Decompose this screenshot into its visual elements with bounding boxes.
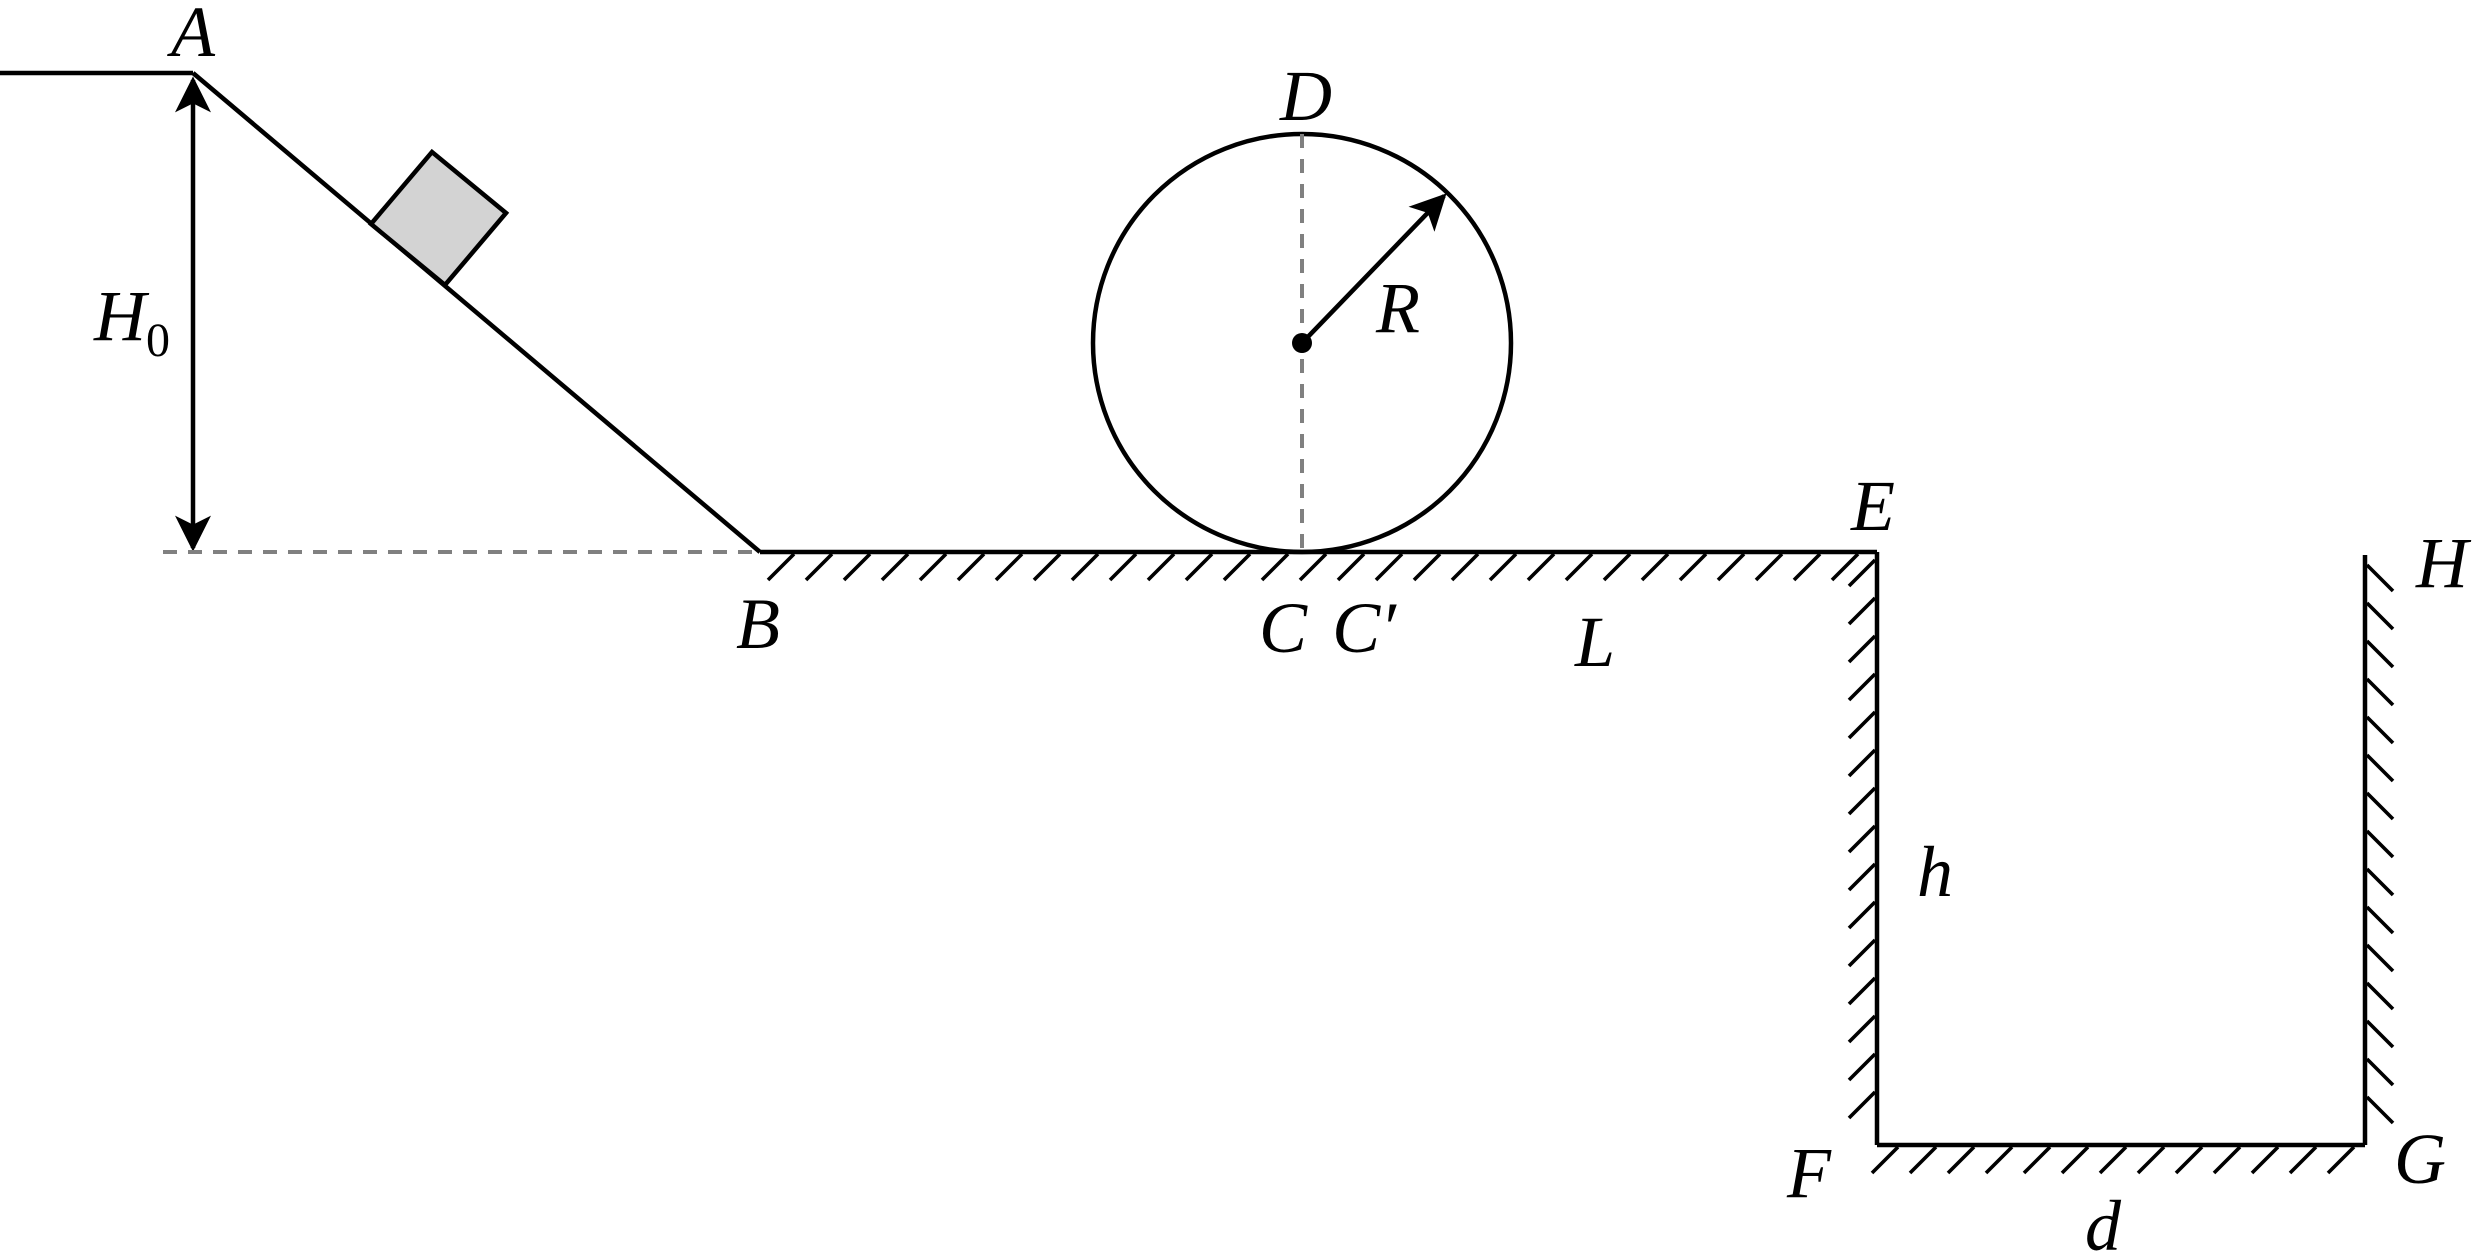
ground-hatch-mark — [1070, 552, 1100, 582]
ground-hatch-mark — [1108, 552, 1138, 582]
label-b: B — [736, 584, 780, 664]
wall-hatch-mark — [2365, 677, 2395, 707]
ground-hatch-mark — [1222, 552, 1252, 582]
label-h0: H0 — [93, 276, 170, 367]
wall-hatch-mark — [2365, 1057, 2395, 1087]
floor-hatch-mark — [1908, 1145, 1938, 1175]
wall-gh-hatching — [2365, 563, 2395, 1125]
wall-hatch-mark — [1847, 558, 1877, 588]
wall-hatch-mark — [2365, 715, 2395, 745]
floor-hatch-mark — [1984, 1145, 2014, 1175]
wall-hatch-mark — [2365, 601, 2395, 631]
ground-hatch-mark — [956, 552, 986, 582]
incline-ab — [191, 71, 762, 554]
label-h-small: h — [1917, 832, 1953, 912]
ground-hatch-mark — [1336, 552, 1366, 582]
ground-hatch-mark — [842, 552, 872, 582]
wall-hatch-mark — [1847, 786, 1877, 816]
ground-hatch-mark — [1640, 552, 1670, 582]
floor-hatch-mark — [2326, 1145, 2356, 1175]
floor-hatch-mark — [2022, 1145, 2052, 1175]
label-a: A — [167, 0, 216, 72]
ground-hatch-mark — [1146, 552, 1176, 582]
wall-hatch-mark — [1847, 938, 1877, 968]
floor-hatch-mark — [1870, 1145, 1900, 1175]
wall-hatch-mark — [1847, 1090, 1877, 1120]
floor-hatch-mark — [2060, 1145, 2090, 1175]
ground-hatch-mark — [1792, 552, 1822, 582]
wall-hatch-mark — [2365, 1019, 2395, 1049]
ground-hatch-mark — [1678, 552, 1708, 582]
wall-hatch-mark — [1847, 862, 1877, 892]
ground-hatch-mark — [1754, 552, 1784, 582]
wall-hatch-mark — [2365, 753, 2395, 783]
wall-hatch-mark — [1847, 710, 1877, 740]
ground-hatch-mark — [1488, 552, 1518, 582]
floor-hatch-mark — [1946, 1145, 1976, 1175]
ground-hatch-mark — [1260, 552, 1290, 582]
wall-hatch-mark — [2365, 791, 2395, 821]
wall-hatch-mark — [1847, 976, 1877, 1006]
wall-hatch-mark — [1847, 596, 1877, 626]
wall-hatch-mark — [2365, 905, 2395, 935]
label-c-prime: C′ — [1332, 588, 1397, 668]
wall-hatch-mark — [1847, 1052, 1877, 1082]
ground-hatch-mark — [918, 552, 948, 582]
wall-hatch-mark — [2365, 563, 2395, 593]
ground-hatch-mark — [1526, 552, 1556, 582]
wall-hatch-mark — [2365, 639, 2395, 669]
ground-hatch-mark — [880, 552, 910, 582]
label-h0-main: H — [93, 276, 150, 356]
floor-hatch-mark — [2288, 1145, 2318, 1175]
ground-hatch-mark — [1374, 552, 1404, 582]
sliding-block — [367, 148, 510, 289]
label-c: C — [1259, 588, 1308, 668]
label-d-small: d — [2085, 1186, 2122, 1254]
label-h0-sub: 0 — [146, 314, 170, 367]
wall-hatch-mark — [2365, 943, 2395, 973]
ground-hatch-mark — [1564, 552, 1594, 582]
ground-hatch-mark — [1412, 552, 1442, 582]
floor-hatch-mark — [2250, 1145, 2280, 1175]
wall-hatch-mark — [1847, 824, 1877, 854]
wall-hatch-mark — [2365, 829, 2395, 859]
label-h-corner: H — [2415, 523, 2472, 603]
ground-hatch-mark — [1830, 552, 1860, 582]
floor-hatch-mark — [2098, 1145, 2128, 1175]
wall-hatch-mark — [1847, 1014, 1877, 1044]
ground-be-hatching — [766, 552, 1860, 582]
wall-ef-hatching — [1847, 558, 1877, 1120]
floor-hatch-mark — [2174, 1145, 2204, 1175]
wall-hatch-mark — [1847, 634, 1877, 664]
ground-hatch-mark — [1298, 552, 1328, 582]
ground-hatch-mark — [1602, 552, 1632, 582]
ground-hatch-mark — [1032, 552, 1062, 582]
wall-hatch-mark — [1847, 672, 1877, 702]
wall-hatch-mark — [2365, 867, 2395, 897]
ground-hatch-mark — [1450, 552, 1480, 582]
wall-hatch-mark — [2365, 1095, 2395, 1125]
wall-hatch-mark — [2365, 981, 2395, 1011]
label-r: R — [1375, 268, 1420, 348]
ground-hatch-mark — [1716, 552, 1746, 582]
ground-hatch-mark — [994, 552, 1024, 582]
radius-r-arrow — [1300, 193, 1447, 345]
label-g: G — [2394, 1119, 2446, 1199]
floor-hatch-mark — [2212, 1145, 2242, 1175]
floor-fg-hatching — [1870, 1145, 2356, 1175]
ground-hatch-mark — [1184, 552, 1214, 582]
label-f: F — [1786, 1133, 1832, 1213]
wall-hatch-mark — [1847, 748, 1877, 778]
ground-hatch-mark — [766, 552, 796, 582]
wall-hatch-mark — [1847, 900, 1877, 930]
label-l: L — [1574, 602, 1615, 682]
ground-hatch-mark — [804, 552, 834, 582]
floor-hatch-mark — [2136, 1145, 2166, 1175]
label-d: D — [1279, 56, 1332, 136]
label-e: E — [1850, 466, 1895, 546]
